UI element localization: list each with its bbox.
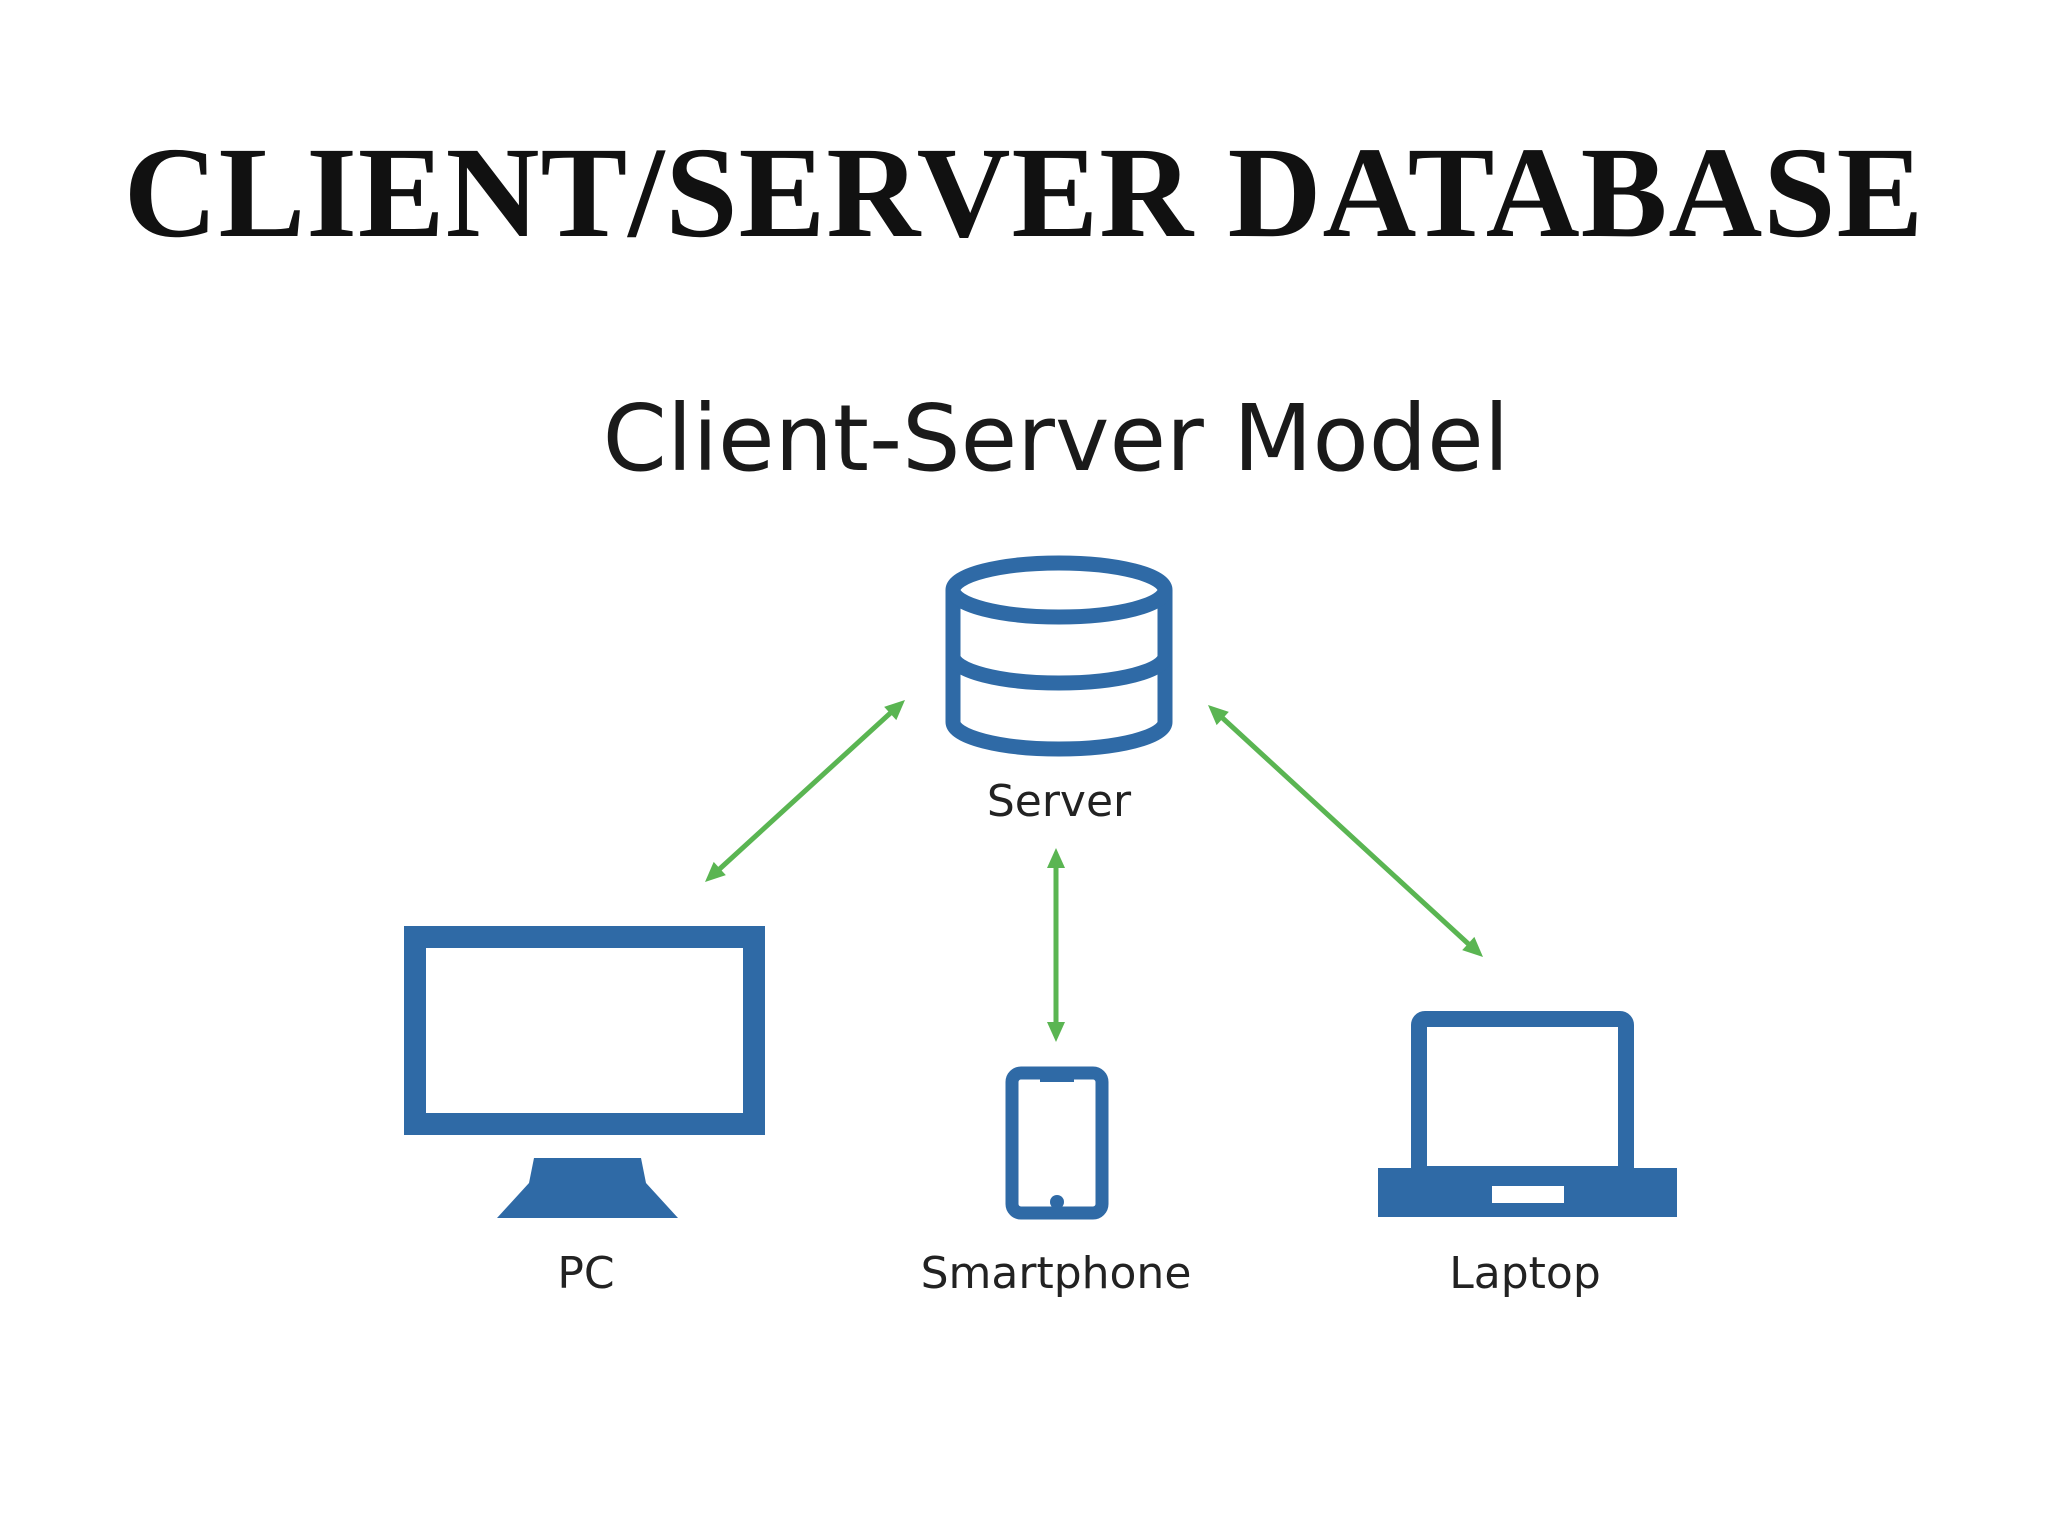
monitor-icon [404, 926, 765, 1218]
arrow-head-smartphone-end [1047, 1022, 1065, 1042]
server-label: Server [987, 776, 1132, 827]
arrow-head-laptop-end [1462, 936, 1483, 957]
pc-label: PC [557, 1248, 614, 1299]
arrow-head-server-end [1047, 848, 1065, 868]
connector-server-laptop [1208, 705, 1483, 957]
laptop-icon [1378, 1011, 1677, 1217]
diagram-title: Client-Server Model [603, 385, 1510, 492]
connector-server-smartphone [1047, 848, 1065, 1042]
arrow-head-server-end [1208, 705, 1229, 726]
laptop-label: Laptop [1449, 1248, 1601, 1299]
arrow-head-server-end [884, 700, 905, 721]
smartphone-icon [1005, 1066, 1109, 1220]
connector-server-pc [705, 700, 905, 882]
database-icon [945, 555, 1173, 757]
page-title: CLIENT/SERVER DATABASE [123, 121, 1925, 265]
arrow-head-pc-end [705, 861, 726, 882]
smartphone-label: Smartphone [921, 1248, 1192, 1299]
